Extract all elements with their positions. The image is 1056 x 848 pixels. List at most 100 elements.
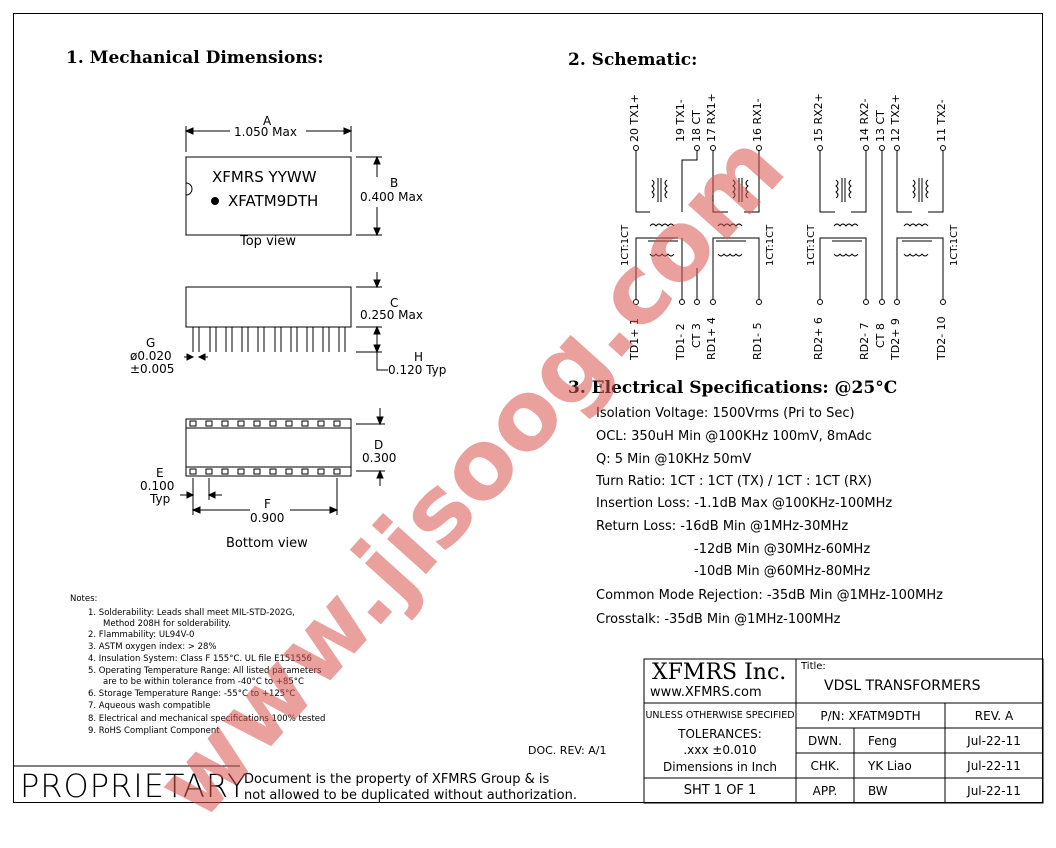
spec-line: Insertion Loss: -1.1dB Max @100KHz-100MH… xyxy=(596,496,893,511)
proprietary-word: PROPRIETARY xyxy=(20,767,248,805)
spec-line: Turn Ratio: 1CT : 1CT (TX) / 1CT : 1CT (… xyxy=(596,474,873,489)
pin-label: RD1- 5 xyxy=(751,322,764,360)
ratio-label: 1CT:1CT xyxy=(949,224,960,266)
side-view-body xyxy=(185,286,352,328)
pin-label: TD1+ 1 xyxy=(628,318,641,360)
spec-line: Common Mode Rejection: -35dB Min @1MHz-1… xyxy=(596,588,943,603)
pin-label: 15 RX2+ xyxy=(812,93,825,142)
bottom-view-pads-bottom xyxy=(189,468,341,475)
row-role: APP. xyxy=(812,783,838,798)
note-item: 1. Solderability: Leads shall meet MIL-S… xyxy=(88,608,295,618)
note-item: Method 208H for solderability. xyxy=(103,619,231,629)
tolerance-value: .xxx ±0.010 xyxy=(683,743,757,757)
side-view-pins xyxy=(192,327,346,352)
note-item: are to be within tolerance from -40°C to… xyxy=(103,677,304,687)
bottom-view-caption: Bottom view xyxy=(226,536,308,551)
pin1-dot xyxy=(211,197,219,205)
proprietary-line2: not allowed to be duplicated without aut… xyxy=(244,788,577,803)
note-item: 7. Aqueous wash compatible xyxy=(88,701,211,711)
dim-h-label: H xyxy=(414,350,424,364)
revision: REV. A xyxy=(974,708,1014,723)
electrical-heading: 3. Electrical Specifications: @25°C xyxy=(568,378,898,398)
dim-d-value: 0.300 xyxy=(362,451,397,465)
dimensions-unit: Dimensions in Inch xyxy=(663,760,777,774)
dim-e-value1: 0.100 xyxy=(140,479,175,493)
dim-a-label: A xyxy=(263,114,272,128)
pin-label: TD2- 10 xyxy=(935,316,948,360)
dim-f-value: 0.900 xyxy=(250,511,285,525)
spec-line: -12dB Min @30MHz-60MHz xyxy=(694,542,871,557)
row-role: DWN. xyxy=(808,733,842,748)
drawing-graphics xyxy=(13,126,1044,804)
note-item: 5. Operating Temperature Range: All list… xyxy=(88,666,322,676)
pin-label: RD2- 7 xyxy=(858,322,871,360)
spec-line: OCL: 350uH Min @100KHz 100mV, 8mAdc xyxy=(596,429,872,444)
pin-label: TD2+ 9 xyxy=(889,318,902,360)
row-date: Jul-22-11 xyxy=(967,733,1021,748)
pin-label: CT 8 xyxy=(874,323,887,348)
pin-label: 12 TX2+ xyxy=(889,94,902,142)
dim-b-value: 0.400 Max xyxy=(360,190,423,204)
pin-label: 18 CT xyxy=(690,110,703,142)
title-label: Title: xyxy=(801,661,826,672)
dim-e-label: E xyxy=(156,466,164,480)
spec-line: Isolation Voltage: 1500Vrms (Pri to Sec) xyxy=(596,406,855,421)
company-name: XFMRS Inc. xyxy=(652,660,787,685)
dim-h-value: 0.120 Typ xyxy=(388,363,447,377)
drawing-title: VDSL TRANSFORMERS xyxy=(824,678,981,694)
pin-label: 14 RX2- xyxy=(858,98,871,142)
marking-line1: XFMRS YYWW xyxy=(212,168,317,186)
note-item: 2. Flammability: UL94V-0 xyxy=(88,630,195,640)
marking-line2: XFATM9DTH xyxy=(228,192,319,210)
dim-e-value2: Typ xyxy=(150,492,171,506)
ratio-label: 1CT:1CT xyxy=(620,224,631,266)
spec-line: Crosstalk: -35dB Min @1MHz-100MHz xyxy=(596,612,841,627)
dim-f-label: F xyxy=(264,497,271,511)
tolerances-label: TOLERANCES: xyxy=(678,727,762,741)
note-item: 3. ASTM oxygen index: > 28% xyxy=(88,642,217,652)
pin-label: 20 TX1+ xyxy=(628,94,641,142)
spec-line: -10dB Min @60MHz-80MHz xyxy=(694,564,871,579)
row-date: Jul-22-11 xyxy=(967,758,1021,773)
unless-specified: UNLESS OTHERWISE SPECIFIED xyxy=(645,710,795,721)
notes-title: Notes: xyxy=(70,594,98,604)
row-role: CHK. xyxy=(810,758,840,773)
pin-label: RD1+ 4 xyxy=(705,317,718,360)
pin-circles xyxy=(633,145,946,305)
note-item: 9. RoHS Compliant Component xyxy=(88,726,220,736)
ratio-label: 1CT:1CT xyxy=(806,224,817,266)
drawing-frame xyxy=(13,13,1043,803)
company-website: www.XFMRS.com xyxy=(650,685,762,700)
dim-b-label: B xyxy=(390,176,399,190)
pin-label: 13 CT xyxy=(874,110,887,142)
ratio-label: 1CT:1CT xyxy=(765,224,776,266)
row-name: Feng xyxy=(868,733,897,748)
pin-label: 11 TX2- xyxy=(935,99,948,142)
note-item: 8. Electrical and mechanical specificati… xyxy=(88,714,326,724)
pin-label: RD2+ 6 xyxy=(812,317,825,360)
mechanical-heading: 1. Mechanical Dimensions: xyxy=(66,48,324,68)
title-block-grid xyxy=(13,658,1044,804)
top-view-body xyxy=(185,156,352,236)
row-date: Jul-22-11 xyxy=(967,783,1021,798)
top-view-caption: Top view xyxy=(240,234,297,249)
dim-c-label: C xyxy=(390,296,399,310)
dim-a-value: 1.050 Max xyxy=(234,125,297,139)
dim-c-value: 0.250 Max xyxy=(360,308,423,322)
bottom-view-pads-top xyxy=(189,420,341,427)
pin1-notch xyxy=(185,182,193,196)
dim-g-value2: ±0.005 xyxy=(130,362,175,376)
pin-label: 17 RX1+ xyxy=(705,93,718,142)
dim-g-value1: ø0.020 xyxy=(130,349,172,363)
proprietary-line1: Document is the property of XFMRS Group … xyxy=(244,772,550,787)
spec-line: Q: 5 Min @10KHz 50mV xyxy=(596,452,752,467)
sheet-number: SHT 1 OF 1 xyxy=(683,783,757,798)
dim-g-label: G xyxy=(146,336,156,350)
note-item: 6. Storage Temperature Range: -55°C to +… xyxy=(88,689,296,699)
bottom-view-body xyxy=(185,418,352,477)
pin-label: 19 TX1- xyxy=(674,99,687,142)
spec-line: Return Loss: -16dB Min @1MHz-30MHz xyxy=(596,519,849,534)
schematic-graphics xyxy=(633,145,946,305)
dim-d-label: D xyxy=(374,438,384,452)
pin-label: 16 RX1- xyxy=(751,98,764,142)
